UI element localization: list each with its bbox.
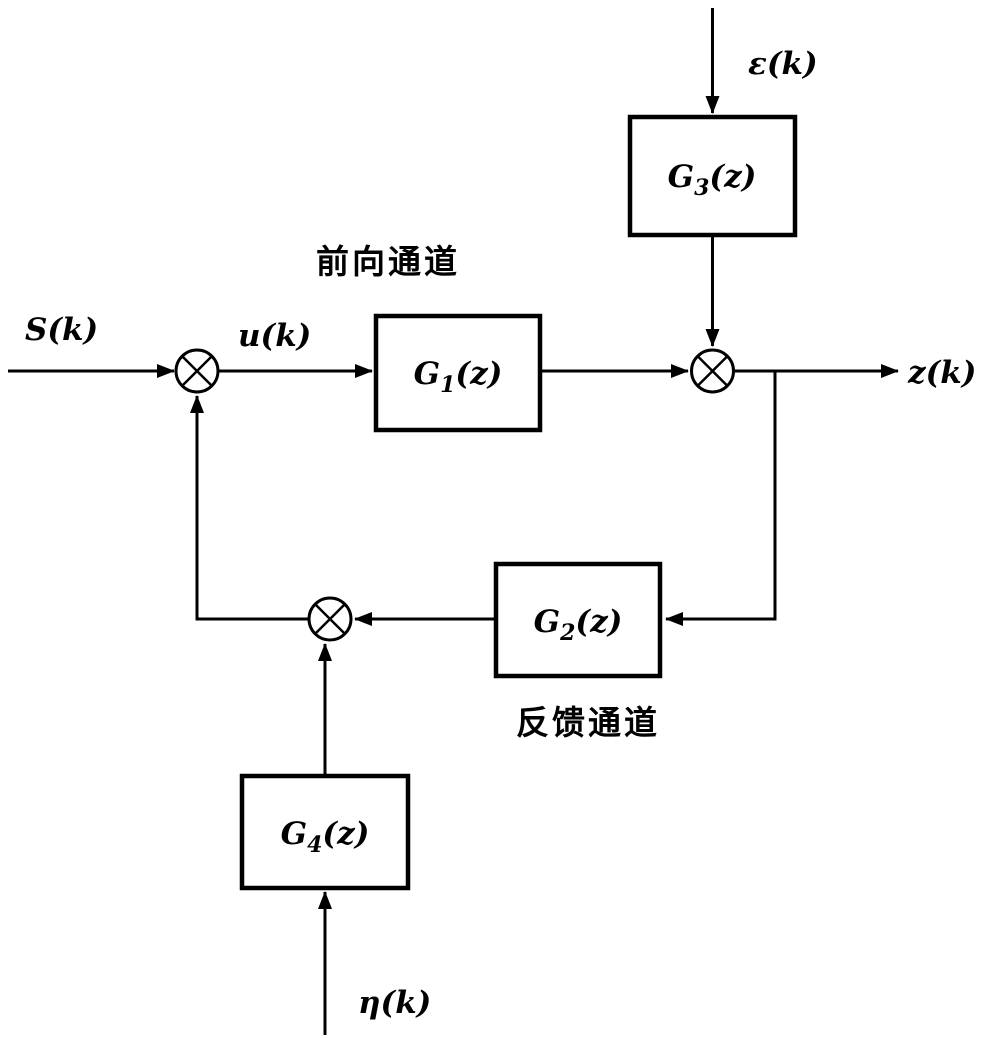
block-g2 — [493, 561, 663, 679]
block-g4-label: G4(z) — [281, 816, 370, 858]
signal-label-input: S(k) — [25, 312, 98, 348]
block-g2-label: G2(z) — [534, 604, 623, 646]
block-g4 — [239, 773, 411, 891]
annotation-feedback-channel: 反馈通道 — [516, 703, 660, 742]
annotation-forward-channel: 前向通道 — [316, 242, 460, 281]
block-g1-label: G1(z) — [414, 356, 503, 398]
signal-label-epsilon: ε(k) — [748, 46, 818, 82]
sum-junction-output — [690, 348, 735, 394]
block-g3-label: G3(z) — [668, 159, 757, 201]
block-g3 — [627, 114, 798, 238]
signal-label-control: u(k) — [238, 318, 311, 354]
signal-label-eta: η(k) — [358, 985, 431, 1021]
sum-junction-feedback — [307, 596, 353, 642]
wire-feedback-tap-to-g2 — [665, 371, 777, 626]
block-g1 — [373, 313, 543, 433]
sum-junction-input — [174, 348, 220, 394]
wire-junction3-to-junction1 — [190, 395, 308, 621]
signal-label-output: z(k) — [907, 355, 976, 391]
